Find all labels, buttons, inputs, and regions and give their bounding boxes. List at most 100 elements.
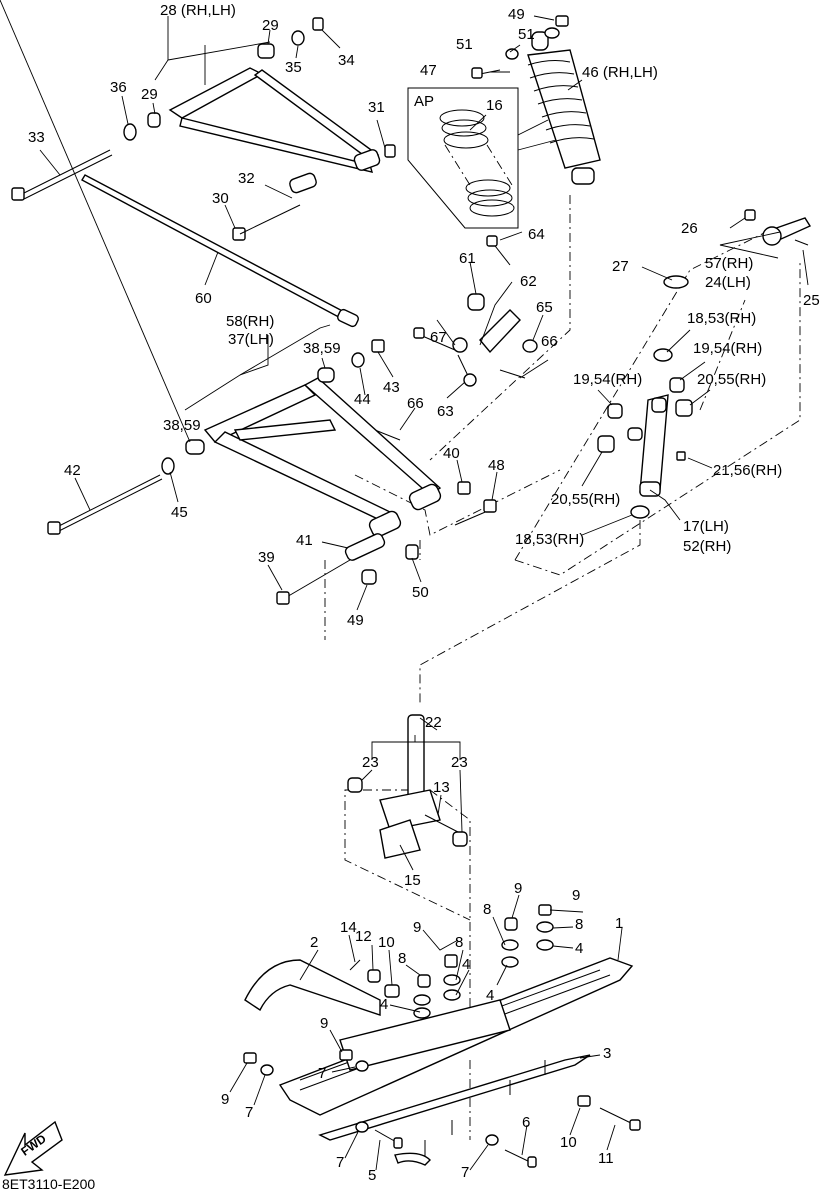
label-4-b: 4 — [462, 956, 470, 973]
label-57: 57(RH) — [705, 255, 753, 272]
stabilizer-link — [413, 235, 538, 387]
label-23-left: 23 — [362, 754, 379, 771]
label-44: 44 — [354, 391, 371, 408]
ski-hardware — [243, 904, 641, 1168]
label-5: 5 — [368, 1167, 376, 1184]
label-38-59-upper: 38,59 — [303, 340, 341, 357]
label-4-a: 4 — [575, 940, 583, 957]
label-52: 52(RH) — [683, 538, 731, 555]
label-48: 48 — [488, 457, 505, 474]
label-9-c: 9 — [413, 919, 421, 936]
label-20-55-lower: 20,55(RH) — [551, 491, 620, 508]
label-22: 22 — [425, 714, 442, 731]
label-28: 28 (RH,LH) — [160, 2, 236, 19]
label-16: 16 — [486, 97, 503, 114]
label-19-54-left: 19,54(RH) — [573, 371, 642, 388]
label-24: 24(LH) — [705, 274, 751, 291]
label-66-right: 66 — [541, 333, 558, 350]
label-31: 31 — [368, 99, 385, 116]
label-64: 64 — [528, 226, 545, 243]
label-42: 42 — [64, 462, 81, 479]
steering-arm — [744, 209, 812, 246]
label-37: 37(LH) — [228, 331, 274, 348]
leader-lines — [0, 0, 809, 1171]
lower-a-arm — [161, 339, 471, 585]
label-58: 58(RH) — [226, 313, 274, 330]
label-7-b: 7 — [245, 1104, 253, 1121]
label-34: 34 — [338, 52, 355, 69]
label-23-right: 23 — [451, 754, 468, 771]
label-18-53-upper: 18,53(RH) — [687, 310, 756, 327]
label-29-top: 29 — [262, 17, 279, 34]
label-1: 1 — [615, 915, 623, 932]
label-9-e: 9 — [221, 1091, 229, 1108]
label-27: 27 — [612, 258, 629, 275]
label-63: 63 — [437, 403, 454, 420]
label-38-59-lower: 38,59 — [163, 417, 201, 434]
label-33: 33 — [28, 129, 45, 146]
ski — [244, 957, 634, 1141]
label-43: 43 — [383, 379, 400, 396]
label-51-left: 51 — [456, 36, 473, 53]
label-13: 13 — [433, 779, 450, 796]
label-61: 61 — [459, 250, 476, 267]
label-8-b: 8 — [575, 916, 583, 933]
label-26: 26 — [681, 220, 698, 237]
label-4-c: 4 — [486, 987, 494, 1004]
ski-spindle — [347, 714, 468, 859]
label-6: 6 — [522, 1114, 530, 1131]
label-10-top: 10 — [378, 934, 395, 951]
label-7-c: 7 — [336, 1154, 344, 1171]
label-4-d: 4 — [380, 996, 388, 1013]
label-40: 40 — [443, 445, 460, 462]
label-47: 47 — [420, 62, 437, 79]
bolts-and-rods — [11, 149, 497, 605]
label-49-top: 49 — [508, 6, 525, 23]
label-10-bottom: 10 — [560, 1134, 577, 1151]
ap-inset — [407, 87, 557, 229]
label-41: 41 — [296, 532, 313, 549]
upper-a-arm — [123, 17, 396, 241]
label-50: 50 — [412, 584, 429, 601]
label-18-53-lower: 18,53(RH) — [515, 531, 584, 548]
label-20-55-upper: 20,55(RH) — [697, 371, 766, 388]
label-66-left: 66 — [407, 395, 424, 412]
label-3: 3 — [603, 1045, 611, 1062]
label-15: 15 — [404, 872, 421, 889]
label-35: 35 — [285, 59, 302, 76]
label-51-right: 51 — [518, 26, 535, 43]
label-32: 32 — [238, 170, 255, 187]
label-65: 65 — [536, 299, 553, 316]
label-36: 36 — [110, 79, 127, 96]
label-60: 60 — [195, 290, 212, 307]
label-9-b: 9 — [572, 887, 580, 904]
label-12: 12 — [355, 928, 372, 945]
label-17: 17(LH) — [683, 518, 729, 535]
label-9-a: 9 — [514, 880, 522, 897]
label-8-d: 8 — [398, 950, 406, 967]
label-9-d: 9 — [320, 1015, 328, 1032]
label-67: 67 — [430, 329, 447, 346]
label-45: 45 — [171, 504, 188, 521]
label-11: 11 — [598, 1150, 614, 1167]
fwd-arrow-icon: FWD — [3, 1120, 63, 1176]
label-8-c: 8 — [455, 934, 463, 951]
label-7-a: 7 — [318, 1065, 326, 1082]
label-49-lower: 49 — [347, 612, 364, 629]
label-19-54-right: 19,54(RH) — [693, 340, 762, 357]
label-14: 14 — [340, 919, 357, 936]
label-2: 2 — [310, 934, 318, 951]
label-7-d: 7 — [461, 1164, 469, 1181]
diagram-code: 8ET3110-E200 — [2, 1176, 95, 1191]
label-25: 25 — [803, 292, 820, 309]
label-21-56: 21,56(RH) — [713, 462, 782, 479]
label-30: 30 — [212, 190, 229, 207]
label-8-a: 8 — [483, 901, 491, 918]
shock-absorber — [471, 15, 601, 185]
spindle-assembly — [597, 275, 693, 519]
label-62: 62 — [520, 273, 537, 290]
label-ap: AP — [414, 93, 434, 110]
